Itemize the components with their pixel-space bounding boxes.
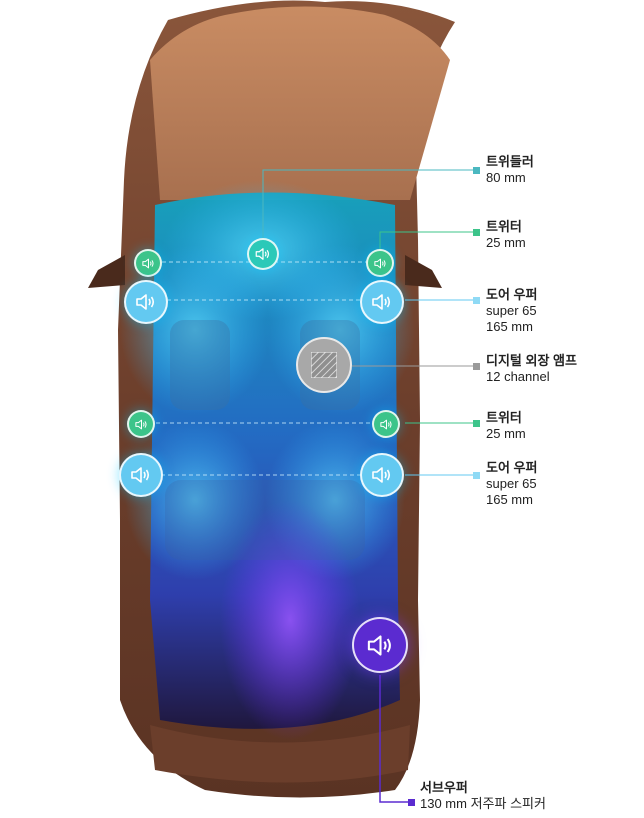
label-amp: 디지털 외장 앰프 12 channel (486, 353, 577, 385)
marker-door-front (473, 297, 480, 304)
label-door-rear: 도어 우퍼 super 65 165 mm (486, 460, 537, 508)
marker-door-rear (473, 472, 480, 479)
label-title: 도어 우퍼 (486, 287, 538, 302)
speaker-icon (367, 634, 391, 656)
label-tweeter-center: 트위들러 80 mm (486, 154, 534, 186)
speaker-icon (379, 419, 392, 429)
label-line: 25 mm (486, 426, 526, 441)
label-subwoofer: 서브우퍼 130 mm 저주파 스피커 (420, 780, 546, 812)
rear-bumper (150, 725, 410, 783)
amplifier-icon (311, 352, 337, 378)
amplifier (296, 337, 352, 393)
label-line: 130 mm 저주파 스피커 (420, 796, 546, 811)
marker-tweeter-center (473, 167, 480, 174)
label-door-front: 도어 우퍼 super 65 165 mm (486, 287, 537, 335)
speaker-door-front-left (124, 280, 168, 324)
label-title: 디지털 외장 앰프 (486, 353, 577, 368)
speaker-icon (131, 467, 150, 483)
speaker-icon (373, 258, 386, 268)
label-title: 서브우퍼 (420, 780, 468, 795)
label-tweeter-front: 트위터 25 mm (486, 219, 526, 251)
speaker-tweeter-rear-right (372, 410, 400, 438)
speaker-icon (372, 294, 391, 310)
speaker-icon (141, 258, 154, 268)
speaker-tweeter-rear-left (127, 410, 155, 438)
speaker-door-rear-left (119, 453, 163, 497)
speaker-door-rear-right (360, 453, 404, 497)
label-line: 80 mm (486, 170, 526, 185)
mirror-left (88, 255, 125, 288)
label-line: super 65 (486, 476, 537, 491)
speaker-icon (372, 467, 391, 483)
speaker-icon (255, 248, 270, 260)
label-title: 도어 우퍼 (486, 460, 538, 475)
speaker-tweeter-front-left (134, 249, 162, 277)
marker-amp (473, 363, 480, 370)
label-title: 트위터 (486, 219, 522, 234)
car-hood (150, 6, 450, 200)
speaker-door-front-right (360, 280, 404, 324)
label-line: 25 mm (486, 235, 526, 250)
label-line: super 65 (486, 303, 537, 318)
marker-tweeter-front (473, 229, 480, 236)
marker-subwoofer (408, 799, 415, 806)
speaker-icon (136, 294, 155, 310)
label-line: 165 mm (486, 319, 533, 334)
label-title: 트위터 (486, 410, 522, 425)
speaker-subwoofer (352, 617, 408, 673)
speaker-icon (134, 419, 147, 429)
label-title: 트위들러 (486, 154, 534, 169)
speaker-tweeter-front-right (366, 249, 394, 277)
mirror-right (405, 255, 442, 288)
marker-tweeter-rear (473, 420, 480, 427)
label-tweeter-rear: 트위터 25 mm (486, 410, 526, 442)
label-line: 165 mm (486, 492, 533, 507)
label-line: 12 channel (486, 369, 550, 384)
speaker-tweeter-center (247, 238, 279, 270)
